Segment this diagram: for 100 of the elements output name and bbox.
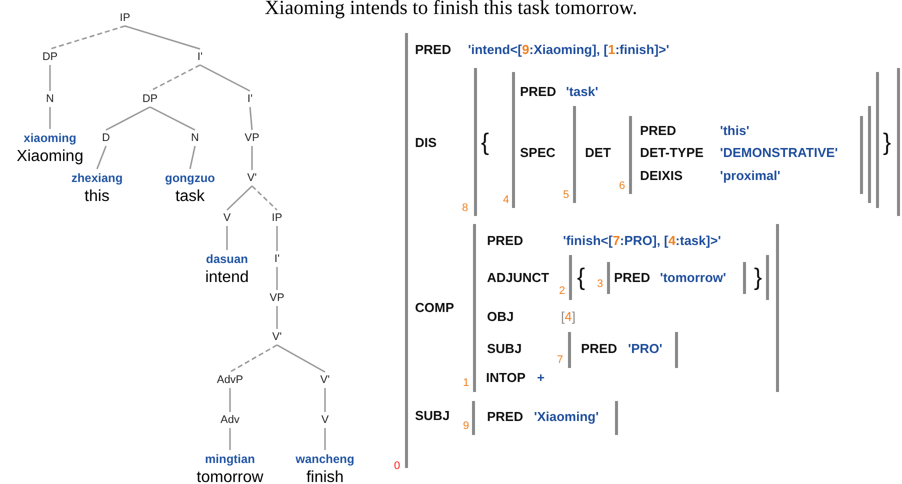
tree-branch — [150, 106, 196, 131]
category-label: V' — [247, 171, 257, 185]
attribute-value-matrix — [568, 332, 678, 368]
pinyin-word: mingtian — [204, 451, 256, 468]
gloss-word: task — [174, 187, 206, 206]
tree-branch — [49, 107, 51, 129]
category-label: D — [102, 131, 110, 145]
gloss-word: this — [84, 187, 110, 206]
pinyin-word: zhexiang — [71, 170, 123, 187]
feature-name: PRED — [487, 232, 524, 250]
feature-name: DIS — [415, 134, 437, 152]
feature-name: SUBJ — [415, 407, 450, 425]
index-number: 9 — [463, 419, 470, 433]
tree-branch — [189, 146, 196, 170]
index-number: 1 — [463, 376, 470, 390]
category-label: V — [321, 413, 329, 427]
category-label: I' — [197, 50, 203, 64]
feature-name: INTOP — [486, 369, 526, 387]
tree-branch — [276, 344, 326, 373]
tree-branch — [200, 64, 250, 92]
attribute-value-matrix — [512, 72, 879, 208]
pinyin-word: gongzuo — [165, 170, 215, 187]
feature-name: PRED — [581, 340, 618, 358]
tree-branch — [150, 64, 200, 92]
index-number: 8 — [462, 201, 468, 215]
set-brace: { — [481, 133, 490, 153]
category-label: Adv — [220, 413, 240, 427]
category-label: I' — [247, 92, 253, 106]
tree-branch — [226, 185, 253, 211]
index-number: 4 — [503, 193, 510, 207]
feature-name: DET — [585, 144, 611, 162]
index-number: 6 — [619, 179, 626, 193]
tree-branch — [251, 146, 253, 170]
category-label: N — [46, 92, 54, 106]
category-label: V' — [272, 330, 282, 344]
tree-branch — [229, 388, 231, 412]
tree-branch — [124, 25, 200, 50]
category-label: V — [223, 211, 231, 225]
tree-branch — [276, 306, 278, 329]
attribute-value-matrix — [569, 255, 769, 300]
feature-value: 'Xiaoming' — [534, 408, 599, 426]
feature-name: PRED — [487, 408, 524, 426]
tree-branch — [251, 185, 278, 211]
tree-branch — [106, 106, 150, 131]
feature-value: 'proximal' — [720, 167, 780, 185]
pinyin-word: xiaoming — [22, 130, 78, 147]
tree-branch — [96, 146, 107, 170]
tree-branch — [276, 226, 278, 251]
index-number: 7 — [557, 353, 564, 367]
sentence-title: Xiaoming intends to finish this task tomorrow. — [264, 0, 638, 20]
gloss-word: finish — [305, 468, 345, 484]
category-label: IP — [120, 11, 130, 25]
tree-branch — [50, 25, 126, 50]
tree-branch — [249, 106, 253, 130]
index-number: 5 — [563, 188, 570, 202]
feature-name: SUBJ — [487, 340, 522, 358]
tree-branch — [49, 65, 51, 91]
category-label: AdvP — [216, 373, 244, 387]
set-brace: { — [577, 268, 586, 288]
category-label: DP — [42, 50, 58, 64]
feature-value: 'finish<[7:PRO], [4:task]>' — [563, 232, 721, 250]
category-label: VP — [244, 131, 260, 145]
attribute-value-matrix — [573, 106, 871, 203]
category-label: I' — [274, 252, 280, 266]
feature-name: PRED — [640, 122, 676, 140]
tree-branch — [324, 388, 326, 412]
set-brace: } — [883, 133, 892, 153]
feature-value: + — [537, 369, 545, 387]
feature-name: DET-TYPE — [640, 144, 704, 162]
feature-name: PRED — [614, 269, 650, 287]
category-label: IP — [272, 211, 282, 225]
feature-value: [4] — [561, 308, 576, 326]
index-number: 3 — [597, 277, 604, 291]
attribute-value-matrix — [473, 224, 779, 392]
attribute-value-matrix — [472, 401, 618, 435]
attribute-value-matrix — [607, 262, 746, 294]
tree-branch — [324, 428, 326, 450]
index-number: 2 — [559, 284, 566, 298]
attribute-value-matrix — [629, 116, 863, 194]
feature-value: 'PRO' — [628, 340, 662, 358]
category-label: N — [191, 131, 199, 145]
category-label: DP — [142, 92, 158, 106]
feature-name: PRED — [415, 41, 452, 59]
tree-branch — [229, 428, 231, 450]
attribute-value-matrix — [474, 68, 900, 216]
feature-name: ADJUNCT — [487, 269, 550, 287]
feature-value: 'this' — [720, 122, 750, 140]
tree-branch — [230, 344, 278, 373]
feature-name: SPEC — [520, 144, 556, 162]
feature-name: OBJ — [487, 308, 514, 326]
feature-value: 'task' — [566, 83, 598, 101]
gloss-word: intend — [205, 268, 249, 287]
gloss-word: Xiaoming — [16, 147, 84, 166]
feature-value: 'intend<[9:Xiaoming], [1:finish]>' — [468, 41, 670, 59]
gloss-word: tomorrow — [196, 468, 264, 484]
feature-value: 'tomorrow' — [660, 269, 726, 287]
attribute-value-matrix — [405, 33, 900, 468]
feature-name: COMP — [415, 299, 454, 317]
index-number: 0 — [394, 459, 400, 473]
tree-branch — [276, 267, 278, 290]
